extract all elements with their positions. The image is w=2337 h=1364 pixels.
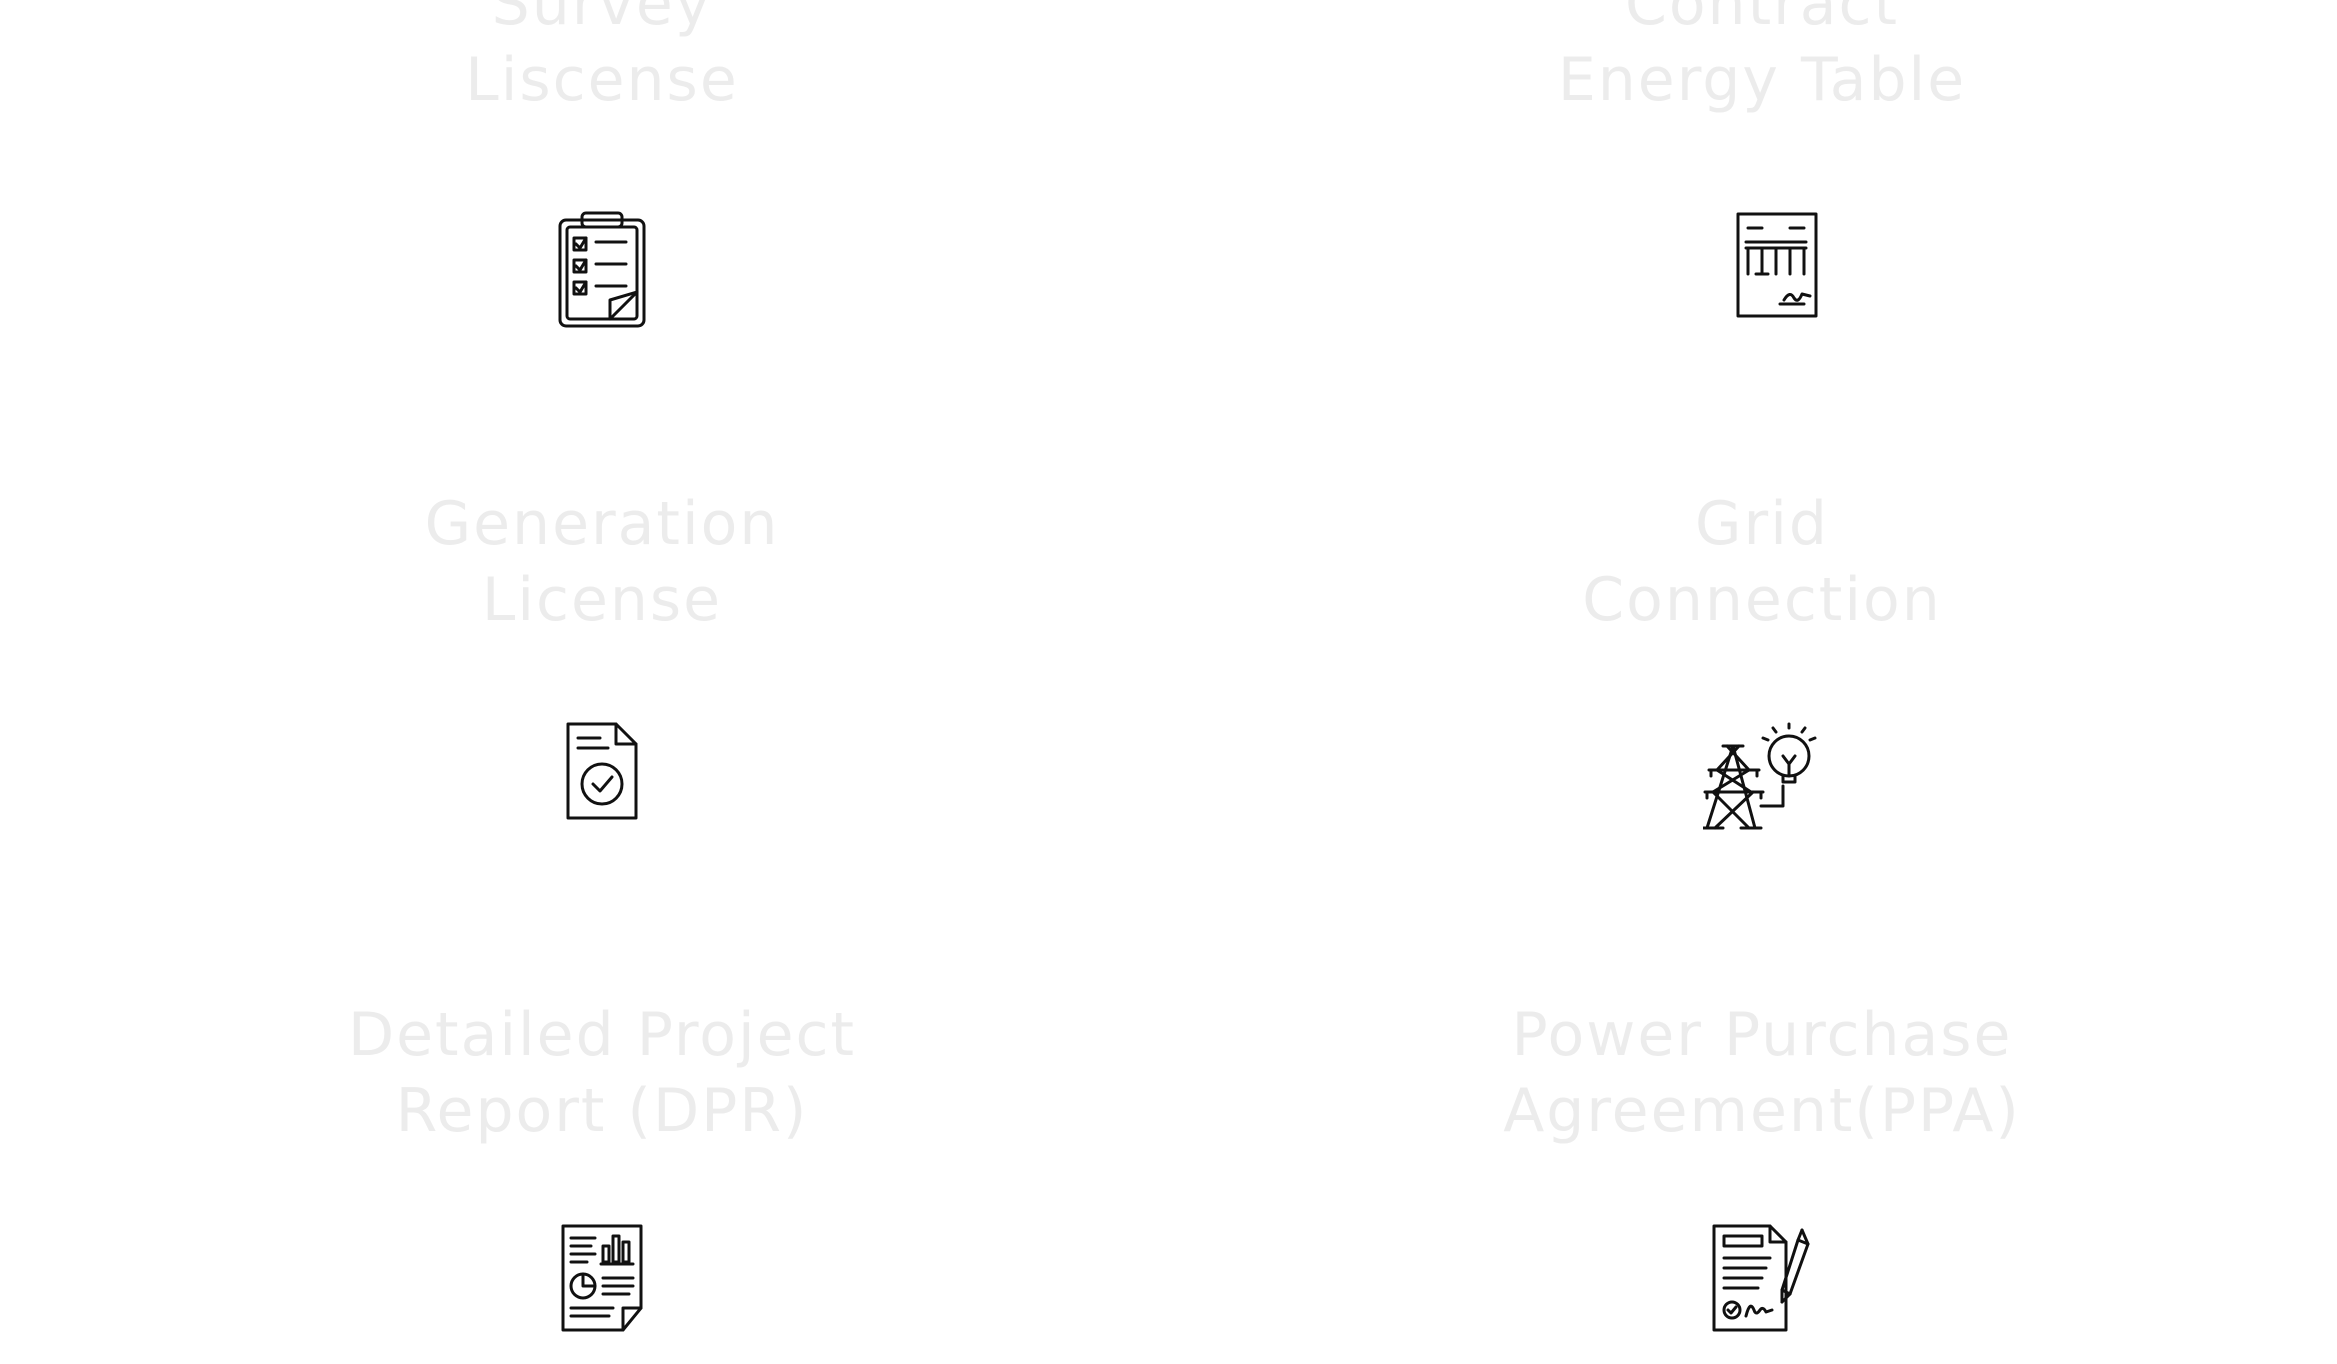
service-title: Survey Liscense [465,0,739,115]
service-title: Detailed Project Report (DPR) [347,1000,857,1146]
signed-contract-pen-icon [1710,1222,1814,1334]
service-card-grid-connection[interactable]: Grid Connection [1382,486,2142,830]
service-card-survey-license[interactable]: Survey Liscense [222,0,982,328]
service-card-generation-license[interactable]: Generation License [222,486,982,820]
service-card-detailed-project-report[interactable]: Detailed Project Report (DPR) [222,997,982,1332]
approved-document-icon [562,720,642,824]
signed-table-document-icon [1734,210,1820,320]
clipboard-checklist-icon [554,210,650,330]
service-card-contract-energy-table[interactable]: Contract Energy Table [1382,0,2142,318]
service-card-power-purchase-agreement[interactable]: Power Purchase Agreement(PPA) [1382,997,2142,1332]
service-title: Generation License [424,489,780,635]
analytics-report-icon [559,1222,645,1334]
service-title: Power Purchase Agreement(PPA) [1503,1000,2021,1146]
transmission-tower-bulb-icon [1703,720,1821,832]
service-title: Grid Connection [1582,489,1942,635]
service-title: Contract Energy Table [1557,0,1967,115]
